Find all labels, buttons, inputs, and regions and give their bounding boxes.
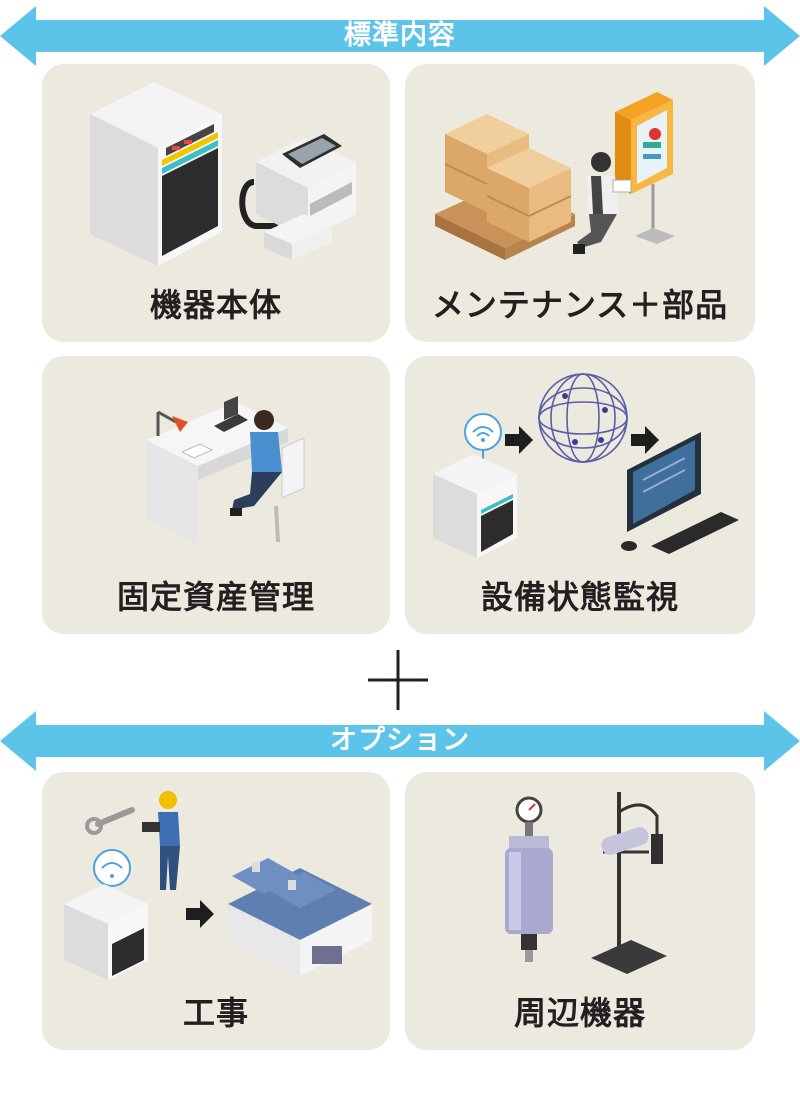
standard-content-arrow: 標準内容 xyxy=(0,6,800,66)
card-equipment-label: 機器本体 xyxy=(149,286,282,324)
card-monitoring: 設備状態監視 xyxy=(405,356,755,634)
option-title: オプション xyxy=(330,725,470,756)
boxes-and-technician-icon xyxy=(435,92,675,260)
card-monitoring-label: 設備状態監視 xyxy=(480,578,679,616)
card-equipment: 機器本体 xyxy=(42,64,390,342)
card-construction-label: 工事 xyxy=(182,994,249,1032)
card-asset-label: 固定資産管理 xyxy=(116,578,315,616)
gauge-cylinder-stand-icon xyxy=(505,792,667,974)
iot-monitor-icon xyxy=(433,373,739,558)
card-peripherals-label: 周辺機器 xyxy=(513,994,646,1032)
option-arrow: オプション xyxy=(0,711,800,771)
card-peripherals: 周辺機器 xyxy=(405,772,755,1050)
card-maintenance: メンテナンス＋部品 xyxy=(405,64,755,342)
office-worker-icon xyxy=(146,396,305,546)
card-asset-management: 固定資産管理 xyxy=(42,356,390,634)
double-arrow-icon xyxy=(0,711,800,771)
worker-factory-icon xyxy=(64,791,372,980)
server-cabinet-icon xyxy=(90,82,356,266)
card-maintenance-label: メンテナンス＋部品 xyxy=(431,286,729,324)
plus-icon xyxy=(368,650,428,710)
double-arrow-icon xyxy=(0,6,800,66)
standard-content-title: 標準内容 xyxy=(344,20,456,51)
card-construction: 工事 xyxy=(42,772,390,1050)
